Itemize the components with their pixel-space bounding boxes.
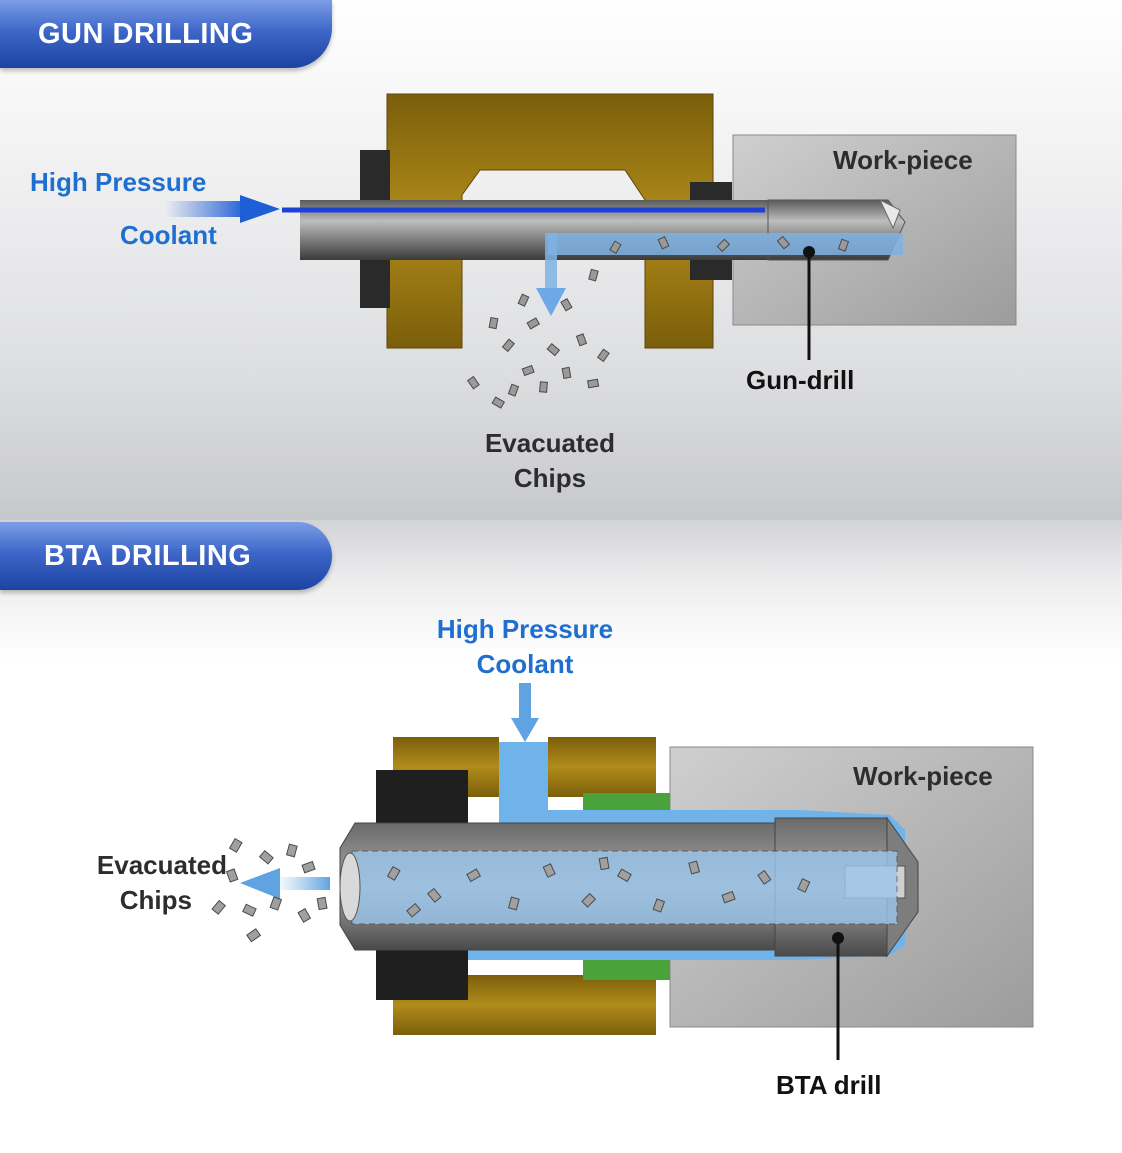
bta-coolant-label-line1: High Pressure (436, 614, 614, 644)
bta-chips-label-line1: Evacuated (96, 850, 227, 880)
gun-workpiece-label: Work-piece (833, 145, 973, 175)
bta-drill-pointer (832, 932, 844, 1060)
bta-evacuated-chips (211, 837, 328, 943)
bta-bushing-blocks (376, 770, 468, 1000)
gun-chips-label-line2: Chips (513, 463, 587, 493)
bta-inner-chip-channel (339, 850, 898, 925)
bta-internal-chips (386, 856, 811, 918)
gun-coolant-arrow (165, 195, 280, 223)
bta-coolant-label-line2: Coolant (476, 649, 574, 679)
gun-coolant-label-line2: Coolant (120, 220, 217, 250)
gun-drill-label: Gun-drill (746, 365, 855, 395)
bta-workpiece-label: Work-piece (853, 761, 993, 791)
gun-drilling-banner: GUN DRILLING (0, 0, 332, 68)
bta-drill-label: BTA drill (776, 1070, 882, 1100)
bta-drilling-banner: BTA DRILLING (0, 522, 332, 590)
bta-drilling-title: BTA DRILLING (44, 539, 252, 572)
gun-evacuated-chips (466, 235, 850, 409)
gun-bushing-blocks (360, 150, 732, 308)
bta-chips-label-line2: Chips (119, 885, 192, 915)
bta-chips-arrow (240, 868, 330, 899)
gun-chips-label-line1: Evacuated (484, 428, 616, 458)
bta-coolant-arrow (511, 683, 539, 742)
gun-drilling-title: GUN DRILLING (38, 17, 254, 50)
bta-fixture-housing (393, 737, 656, 1035)
gun-drill-pointer (803, 246, 815, 360)
gun-coolant-label-line1: High Pressure (30, 167, 207, 197)
